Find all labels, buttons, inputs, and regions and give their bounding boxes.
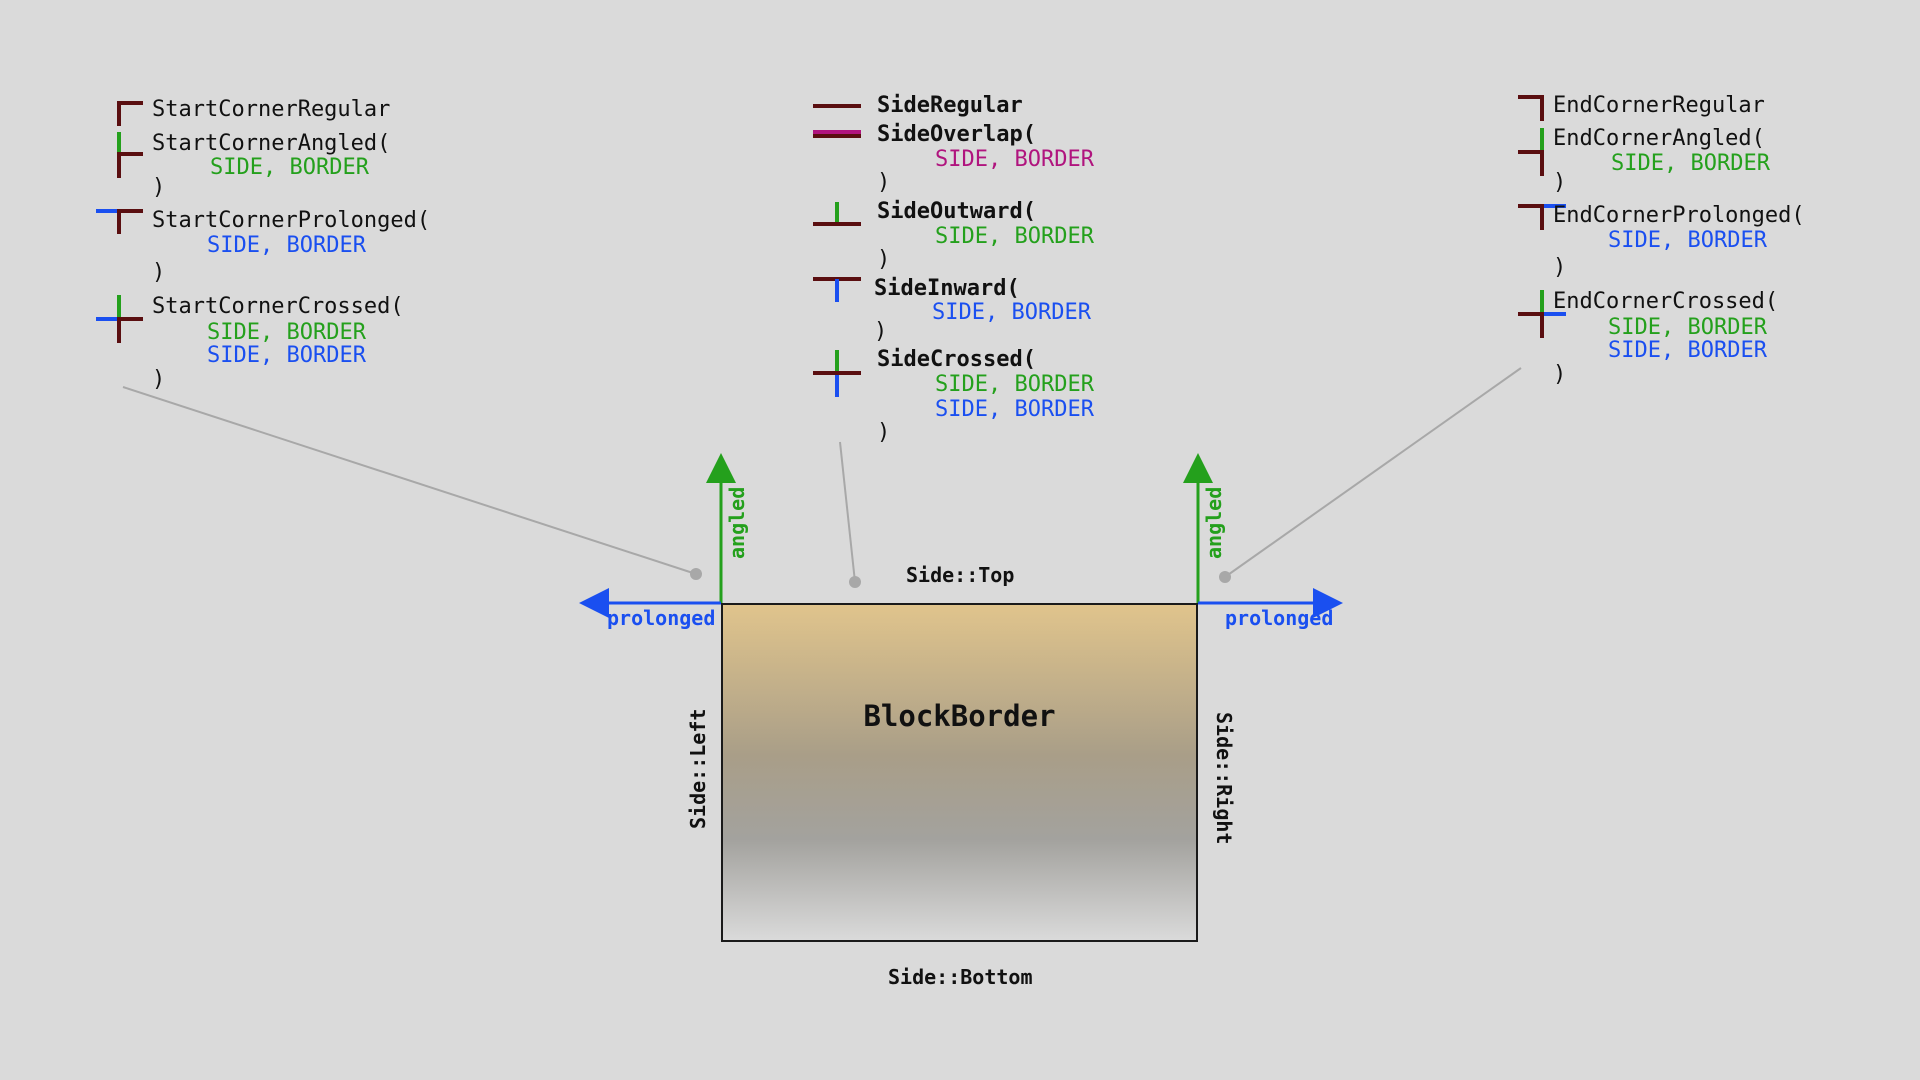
side-outward-label: SideOutward( xyxy=(877,199,1036,224)
side-inward-icon xyxy=(813,277,861,302)
start-corner-crossed-args-2: SIDE, BORDER xyxy=(207,343,366,368)
pointer-line-start xyxy=(122,386,697,575)
side-right-label: Side::Right xyxy=(1212,712,1236,845)
start-corner-angled-args: SIDE, BORDER xyxy=(210,155,369,180)
side-crossed-args-1: SIDE, BORDER xyxy=(935,372,1094,397)
end-corner-prolonged-icon xyxy=(1518,204,1566,230)
side-overlap-icon xyxy=(813,130,861,138)
side-top-label: Side::Top xyxy=(906,563,1015,587)
start-corner-angled-icon xyxy=(117,132,143,178)
block-border-box: BlockBorder xyxy=(721,603,1198,942)
start-corner-angled-close: ) xyxy=(152,175,166,200)
prolonged-label-left: prolonged xyxy=(607,606,716,630)
end-corner-angled-icon xyxy=(1518,128,1544,176)
end-corner-regular-icon xyxy=(1518,95,1544,121)
end-corner-crossed-args-2: SIDE, BORDER xyxy=(1608,338,1767,363)
end-corner-angled-close: ) xyxy=(1553,170,1567,195)
side-crossed-args-2: SIDE, BORDER xyxy=(935,397,1094,422)
end-corner-prolonged-close: ) xyxy=(1553,255,1567,280)
side-outward-args: SIDE, BORDER xyxy=(935,224,1094,249)
side-overlap-label: SideOverlap( xyxy=(877,122,1036,147)
side-inward-close: ) xyxy=(874,319,888,344)
angled-label-right: angled xyxy=(1202,486,1226,559)
start-corner-prolonged-close: ) xyxy=(152,260,166,285)
pointer-dot-side xyxy=(849,576,861,588)
start-corner-prolonged-label: StartCornerProlonged( xyxy=(152,208,431,233)
end-corner-prolonged-args: SIDE, BORDER xyxy=(1608,228,1767,253)
side-bottom-label: Side::Bottom xyxy=(888,965,1033,989)
side-inward-args: SIDE, BORDER xyxy=(932,300,1091,325)
end-corner-angled-args: SIDE, BORDER xyxy=(1611,151,1770,176)
side-crossed-label: SideCrossed( xyxy=(877,347,1036,372)
end-corner-regular-label: EndCornerRegular xyxy=(1553,93,1765,118)
end-corner-crossed-icon xyxy=(1518,290,1566,338)
pointer-lines xyxy=(122,367,1522,588)
pointer-line-side xyxy=(839,441,856,583)
start-corner-angled-label: StartCornerAngled( xyxy=(152,131,391,156)
end-corner-crossed-label: EndCornerCrossed( xyxy=(1553,289,1779,314)
side-regular-label: SideRegular xyxy=(877,93,1023,118)
end-corner-crossed-args-1: SIDE, BORDER xyxy=(1608,315,1767,340)
start-corner-crossed-icon xyxy=(96,295,143,343)
angled-label-left: angled xyxy=(725,486,749,559)
side-inward-label: SideInward( xyxy=(874,276,1020,301)
start-corner-crossed-label: StartCornerCrossed( xyxy=(152,294,404,319)
side-left-label: Side::Left xyxy=(686,708,710,829)
start-corner-crossed-args-1: SIDE, BORDER xyxy=(207,320,366,345)
end-corner-crossed-close: ) xyxy=(1553,362,1567,387)
side-overlap-args: SIDE, BORDER xyxy=(935,147,1094,172)
pointer-dot-end xyxy=(1219,571,1231,583)
end-corner-angled-label: EndCornerAngled( xyxy=(1553,126,1765,151)
pointer-line-end xyxy=(1224,367,1522,578)
end-corner-prolonged-label: EndCornerProlonged( xyxy=(1553,203,1805,228)
start-corner-prolonged-args: SIDE, BORDER xyxy=(207,233,366,258)
side-overlap-close: ) xyxy=(877,170,891,195)
start-corner-crossed-close: ) xyxy=(152,367,166,392)
side-crossed-icon xyxy=(813,350,861,397)
side-crossed-close: ) xyxy=(877,420,891,445)
block-title: BlockBorder xyxy=(863,699,1056,733)
start-corner-prolonged-icon xyxy=(96,209,143,234)
pointer-dot-start xyxy=(690,568,702,580)
side-outward-close: ) xyxy=(877,247,891,272)
start-corner-regular-icon xyxy=(117,101,143,126)
start-corner-regular-label: StartCornerRegular xyxy=(152,97,391,122)
side-outward-icon xyxy=(813,202,861,226)
prolonged-label-right: prolonged xyxy=(1225,606,1334,630)
